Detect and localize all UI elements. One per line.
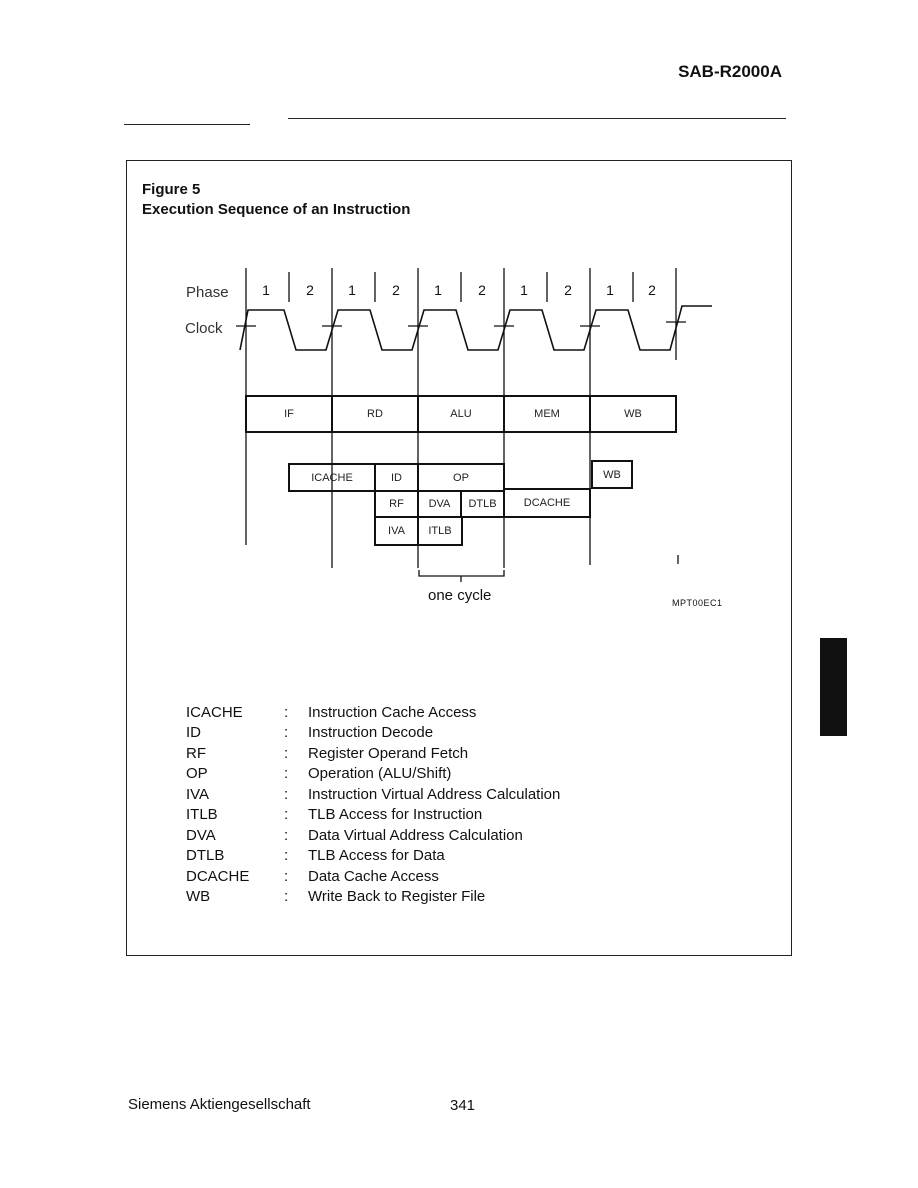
sub-box-itlb: ITLB	[417, 516, 463, 546]
one-cycle-brace	[418, 570, 505, 582]
header-rule-right	[288, 118, 786, 119]
footer-company: Siemens Aktiengesellschaft	[128, 1096, 311, 1113]
figure-title: Execution Sequence of an Instruction	[142, 201, 411, 218]
legend-abbr: DTLB	[186, 847, 225, 864]
phase-number: 1	[262, 282, 270, 298]
page-number: 341	[450, 1097, 476, 1114]
phase-number: 1	[606, 282, 614, 298]
phase-label: Phase	[186, 284, 229, 301]
legend-desc: TLB Access for Instruction	[308, 806, 483, 823]
legend-colon: :	[284, 847, 289, 864]
clock-waveform	[239, 305, 712, 351]
legend-abbr: OP	[186, 765, 208, 782]
sub-box-dva: DVA	[417, 490, 462, 518]
legend-colon: :	[284, 704, 289, 721]
legend-abbr: RF	[186, 745, 206, 762]
legend-desc: Instruction Cache Access	[308, 704, 477, 721]
legend-abbr: DVA	[186, 827, 216, 844]
sub-box-dcache: DCACHE	[503, 488, 591, 518]
legend-abbr: ITLB	[186, 806, 218, 823]
one-cycle-label: one cycle	[428, 587, 492, 604]
sub-box-iva: IVA	[374, 516, 419, 546]
phase-dividers	[288, 272, 634, 302]
phase-number: 2	[564, 282, 572, 298]
legend-desc: Data Virtual Address Calculation	[308, 827, 523, 844]
phase-number: 2	[648, 282, 656, 298]
stage-box-rd: RD	[331, 395, 419, 433]
legend-colon: :	[284, 724, 289, 741]
phase-number: 2	[478, 282, 486, 298]
legend-desc: Register Operand Fetch	[308, 745, 469, 762]
sub-box-wb: WB	[591, 460, 633, 489]
legend-abbr: IVA	[186, 786, 210, 803]
clock-label: Clock	[185, 320, 223, 337]
figure-label: Figure 5	[142, 181, 201, 198]
legend-abbr: ID	[186, 724, 201, 741]
phase-number: 1	[348, 282, 356, 298]
legend-colon: :	[284, 806, 289, 823]
legend-colon: :	[284, 745, 289, 762]
header-rule-left	[124, 124, 250, 125]
legend-abbr: DCACHE	[186, 868, 250, 885]
sub-box-icache: ICACHE	[288, 463, 376, 492]
document-title: SAB-R2000A	[678, 62, 782, 81]
figure-code: MPT00EC1	[672, 598, 723, 608]
stage-box-wb: WB	[589, 395, 677, 433]
clock-tick-marks	[236, 321, 686, 327]
legend-desc: Instruction Virtual Address Calculation	[308, 786, 561, 803]
stage-box-if: IF	[245, 395, 333, 433]
legend-abbr: ICACHE	[186, 704, 243, 721]
phase-number: 2	[306, 282, 314, 298]
legend-colon: :	[284, 888, 289, 905]
sub-box-rf: RF	[374, 490, 419, 518]
phase-number: 2	[392, 282, 400, 298]
stage-box-mem: MEM	[503, 395, 591, 433]
legend-desc: Data Cache Access	[308, 868, 439, 885]
phase-number: 1	[520, 282, 528, 298]
legend-colon: :	[284, 786, 289, 803]
legend-desc: Write Back to Register File	[308, 888, 486, 905]
legend-desc: TLB Access for Data	[308, 847, 445, 864]
figure-frame	[126, 160, 792, 956]
legend-desc: Instruction Decode	[308, 724, 434, 741]
phase-number: 1	[434, 282, 442, 298]
stage-box-alu: ALU	[417, 395, 505, 433]
legend-colon: :	[284, 868, 289, 885]
section-thumb-tab	[820, 638, 847, 736]
sub-box-id: ID	[374, 463, 419, 492]
legend-colon: :	[284, 765, 289, 782]
sub-box-op: OP	[417, 463, 505, 492]
sub-box-dtlb: DTLB	[460, 490, 505, 518]
legend-colon: :	[284, 827, 289, 844]
legend-desc: Operation (ALU/Shift)	[308, 765, 452, 782]
legend-abbr: WB	[186, 888, 211, 905]
